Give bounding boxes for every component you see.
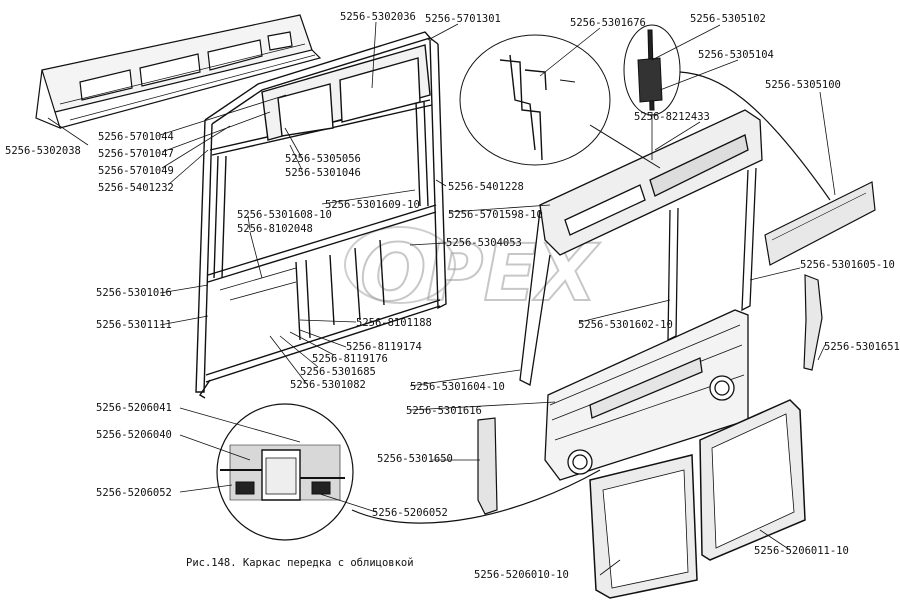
label-5256-8119176: 5256-8119176 (312, 353, 388, 365)
label-5256-8102048: 5256-8102048 (237, 223, 313, 235)
label-5256-5701301: 5256-5701301 (425, 13, 501, 25)
label-5256-5701598-10: 5256-5701598-10 (448, 209, 543, 221)
label-5256-5301608-10: 5256-5301608-10 (237, 209, 332, 221)
label-5256-5701049: 5256-5701049 (98, 165, 174, 177)
label-5256-5401228: 5256-5401228 (448, 181, 524, 193)
label-5256-5304053: 5256-5304053 (446, 237, 522, 249)
label-5256-5401232: 5256-5401232 (98, 182, 174, 194)
label-5256-5206052-b: 5256-5206052 (372, 507, 448, 519)
part-labels: 5256-5302036 5256-5701301 5256-5301676 5… (5, 11, 900, 581)
label-5256-5301016: 5256-5301016 (96, 287, 172, 299)
label-5256-8101188: 5256-8101188 (356, 317, 432, 329)
label-5256-5301609-10: 5256-5301609-10 (325, 199, 420, 211)
label-5256-5301602-10: 5256-5301602-10 (578, 319, 673, 331)
detail-seal-profile (623, 24, 831, 201)
figure-caption: Рис.148. Каркас передка с облицовкой (186, 557, 414, 569)
detail-frame-profile (459, 34, 661, 169)
label-5256-5305056: 5256-5305056 (285, 153, 361, 165)
label-5256-5206010-10: 5256-5206010-10 (474, 569, 569, 581)
label-5256-5301082: 5256-5301082 (290, 379, 366, 391)
label-5256-5302036: 5256-5302036 (340, 11, 416, 23)
label-5256-5301685: 5256-5301685 (300, 366, 376, 378)
label-5256-5301616: 5256-5301616 (406, 405, 482, 417)
label-5256-5305102: 5256-5305102 (690, 13, 766, 25)
label-5256-5305104: 5256-5305104 (698, 49, 774, 61)
side-trim-pieces (477, 274, 823, 515)
front-frame (195, 31, 447, 399)
label-5256-5206011-10: 5256-5206011-10 (754, 545, 849, 557)
label-5256-5701047: 5256-5701047 (98, 148, 174, 160)
label-5256-5206040: 5256-5206040 (96, 429, 172, 441)
front-cladding (519, 109, 763, 481)
label-5256-5302038: 5256-5302038 (5, 145, 81, 157)
leader-lines (47, 21, 836, 576)
label-5256-5301111: 5256-5301111 (96, 319, 172, 331)
roof-front-panel (35, 14, 322, 130)
lower-cladding-panels (589, 399, 806, 599)
label-5256-5301046: 5256-5301046 (285, 167, 361, 179)
windshield-visor (764, 181, 876, 266)
label-5256-5206052-a: 5256-5206052 (96, 487, 172, 499)
label-5256-5701044: 5256-5701044 (98, 131, 174, 143)
label-5256-5301676: 5256-5301676 (570, 17, 646, 29)
label-5256-5301605-10: 5256-5301605-10 (800, 259, 895, 271)
label-5256-5305100: 5256-5305100 (765, 79, 841, 91)
label-5256-5206041: 5256-5206041 (96, 402, 172, 414)
label-5256-8212433: 5256-8212433 (634, 111, 710, 123)
label-5256-5301651: 5256-5301651 (824, 341, 900, 353)
label-5256-5301604-10: 5256-5301604-10 (410, 381, 505, 393)
detail-windshield-seal (216, 403, 601, 541)
label-5256-5301650: 5256-5301650 (377, 453, 453, 465)
label-5256-8119174: 5256-8119174 (346, 341, 422, 353)
